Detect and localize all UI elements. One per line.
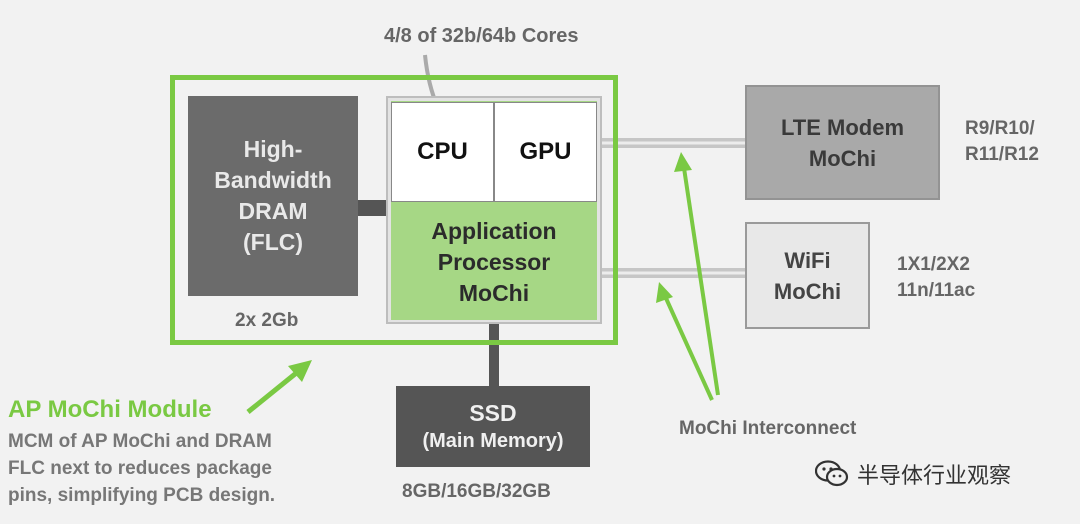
dram-line: (FLC) [242,229,304,255]
ap-line: Application [431,217,557,244]
wechat-icon [815,460,849,487]
lte-line: MoChi [808,145,877,171]
lte-spec-line: R9/R10/ [965,118,1035,139]
ssd-capacity: 8GB/16GB/32GB [402,481,551,502]
watermark: 半导体行业观察 [815,458,1011,490]
dram-line: Bandwidth [214,167,332,193]
ssd-title: SSD [469,399,517,426]
module-title: AP MoChi Module [8,396,212,423]
ssd-block: SSD (Main Memory) [396,386,590,467]
module-desc-line: pins, simplifying PCB design. [8,485,276,506]
cpu-label: CPU [417,138,468,165]
ap-ssd-connector [489,324,499,386]
dram-line: DRAM [238,198,308,224]
dram-line: High- [243,136,303,162]
cores-note: 4/8 of 32b/64b Cores [384,25,579,47]
module-desc-line: FLC next to reduces package [8,458,272,479]
lte-spec: R9/R10/ R11/R12 [965,116,1039,168]
ssd-subtitle: (Main Memory) [422,429,564,452]
watermark-text: 半导体行业观察 [857,463,1012,488]
lte-line: LTE Modem [780,114,905,140]
wifi-line: MoChi [773,278,842,304]
dram-ap-connector [358,200,386,216]
dram-capacity: 2x 2Gb [235,310,299,331]
lte-modem-block: LTE Modem MoChi [745,85,940,200]
ap-mochi-module-border [170,75,618,345]
interconnect-arrows [656,152,720,401]
interconnect-label: MoChi Interconnect [679,418,857,439]
gpu-block: GPU [494,102,597,202]
ap-label: Application Processor MoChi [391,212,597,312]
module-description: MCM of AP MoChi and DRAM FLC next to red… [8,428,275,509]
wifi-spec: 1X1/2X2 11n/11ac [897,252,975,304]
wifi-line: WiFi [784,247,831,273]
wifi-block: WiFi MoChi [745,222,870,329]
cpu-block: CPU [391,102,494,202]
ap-line: Processor [437,248,551,275]
gpu-label: GPU [519,138,572,165]
module-desc-line: MCM of AP MoChi and DRAM [8,431,272,452]
dram-block: High- Bandwidth DRAM (FLC) [188,96,358,296]
ap-line: MoChi [458,279,530,306]
lte-spec-line: R11/R12 [965,144,1039,165]
module-arrow [246,360,312,414]
wifi-spec-line: 1X1/2X2 [897,254,970,275]
wifi-spec-line: 11n/11ac [897,280,976,301]
